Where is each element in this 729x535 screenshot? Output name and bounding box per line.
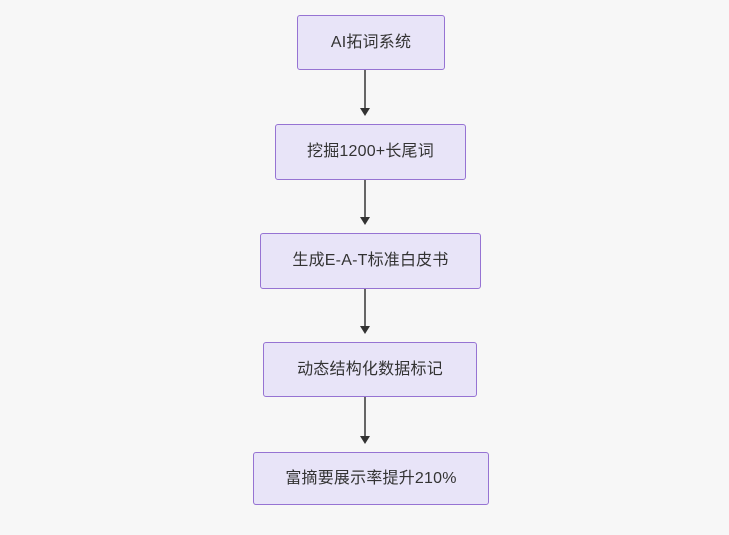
node-label: 富摘要展示率提升210% xyxy=(285,469,457,487)
flowchart-node-rich-snippet-result[interactable]: 富摘要展示率提升210% xyxy=(253,452,489,505)
edge-line xyxy=(363,397,366,436)
edge-line xyxy=(363,289,366,326)
node-label: AI拓词系统 xyxy=(330,33,412,51)
arrowhead-icon xyxy=(359,217,370,225)
node-label: 生成E-A-T标准白皮书 xyxy=(292,252,449,270)
edge-line xyxy=(363,180,366,217)
arrowhead-icon xyxy=(359,436,370,444)
node-label: 动态结构化数据标记 xyxy=(297,360,443,378)
flowchart-node-structured-data[interactable]: 动态结构化数据标记 xyxy=(263,342,477,397)
flowchart-node-eat-whitepaper[interactable]: 生成E-A-T标准白皮书 xyxy=(260,233,481,289)
flowchart-node-ai-keyword-system[interactable]: AI拓词系统 xyxy=(297,15,445,70)
node-label: 挖掘1200+长尾词 xyxy=(307,143,434,161)
edge-line xyxy=(363,70,366,108)
flowchart-node-longtail-keywords[interactable]: 挖掘1200+长尾词 xyxy=(275,124,466,180)
arrowhead-icon xyxy=(359,108,370,116)
arrowhead-icon xyxy=(359,326,370,334)
